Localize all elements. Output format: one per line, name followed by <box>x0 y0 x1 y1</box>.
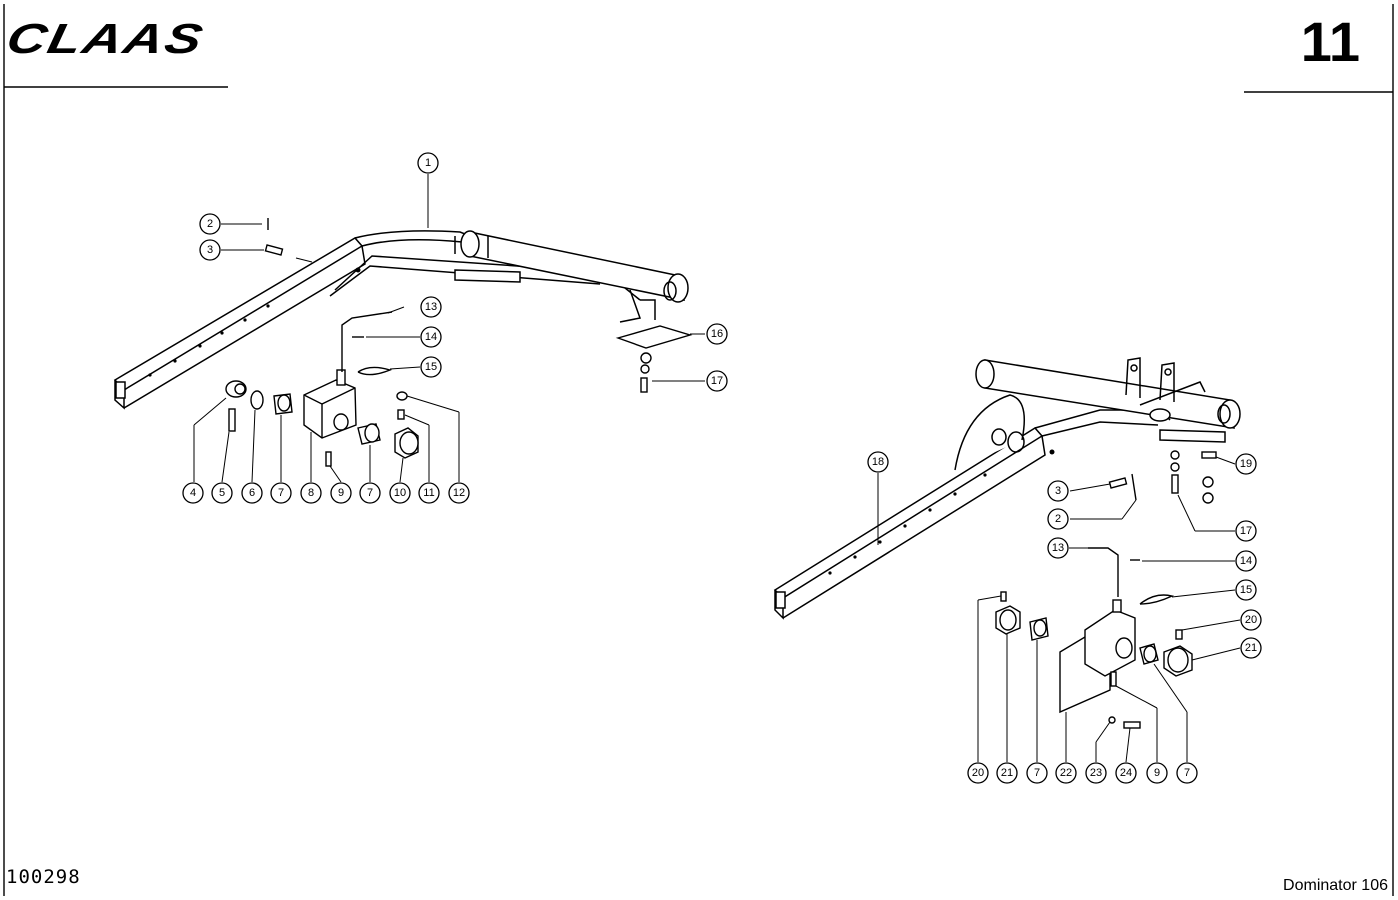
left-frame-assembly <box>113 230 689 410</box>
callout-right-23: 23 <box>1090 767 1102 779</box>
callout-left-8: 8 <box>308 487 314 499</box>
callout-right-21a: 21 <box>1245 642 1257 654</box>
right-callout-numbers: 18 19 3 2 17 13 14 15 20 21 20 21 7 22 2… <box>872 456 1257 779</box>
callout-right-24: 24 <box>1120 767 1132 779</box>
callout-left-10: 10 <box>394 487 406 499</box>
left-small-parts <box>225 218 693 467</box>
callout-left-7b: 7 <box>367 487 373 499</box>
right-small-parts <box>995 450 1217 729</box>
callout-left-13: 13 <box>425 301 437 313</box>
left-callouts <box>182 152 728 504</box>
callout-left-11: 11 <box>423 487 434 499</box>
callout-left-3: 3 <box>207 244 213 256</box>
callout-right-9: 9 <box>1154 767 1160 779</box>
callout-right-18: 18 <box>872 456 884 468</box>
callout-left-5: 5 <box>219 487 225 499</box>
callout-right-7a: 7 <box>1034 767 1040 779</box>
callout-left-12: 12 <box>453 487 465 499</box>
right-leader-lines <box>877 456 1241 763</box>
callout-right-20b: 20 <box>972 767 984 779</box>
callout-left-7a: 7 <box>278 487 284 499</box>
callout-left-14: 14 <box>425 331 437 343</box>
callout-right-15: 15 <box>1240 584 1252 596</box>
callout-right-22: 22 <box>1060 767 1072 779</box>
callout-right-7b: 7 <box>1184 767 1190 779</box>
callout-left-16: 16 <box>711 328 723 340</box>
model-name: Dominator 106 <box>1283 877 1388 894</box>
callout-left-17: 17 <box>711 375 723 387</box>
left-callout-numbers: 1 2 3 4 5 6 7 8 9 7 10 11 12 13 14 15 16… <box>190 157 723 499</box>
callout-right-19: 19 <box>1240 458 1252 470</box>
callout-left-1: 1 <box>425 157 431 169</box>
sheet-frame <box>3 4 1394 896</box>
callout-right-2: 2 <box>1055 513 1061 525</box>
callout-right-3: 3 <box>1055 485 1061 497</box>
callout-right-13: 13 <box>1052 542 1064 554</box>
callout-right-17: 17 <box>1240 525 1252 537</box>
right-frame-assembly <box>773 357 1241 620</box>
callout-right-14: 14 <box>1240 555 1252 567</box>
callout-right-21b: 21 <box>1001 767 1013 779</box>
callout-left-15: 15 <box>425 361 437 373</box>
page-number: 11 <box>1300 10 1360 73</box>
left-leader-lines <box>193 174 705 483</box>
callout-left-6: 6 <box>249 487 255 499</box>
right-callouts <box>867 451 1262 784</box>
callout-left-2: 2 <box>207 218 213 230</box>
callout-left-4: 4 <box>190 487 196 499</box>
callout-left-9: 9 <box>338 487 344 499</box>
callout-right-20a: 20 <box>1245 614 1257 626</box>
drawing-number: 100298 <box>6 866 81 888</box>
